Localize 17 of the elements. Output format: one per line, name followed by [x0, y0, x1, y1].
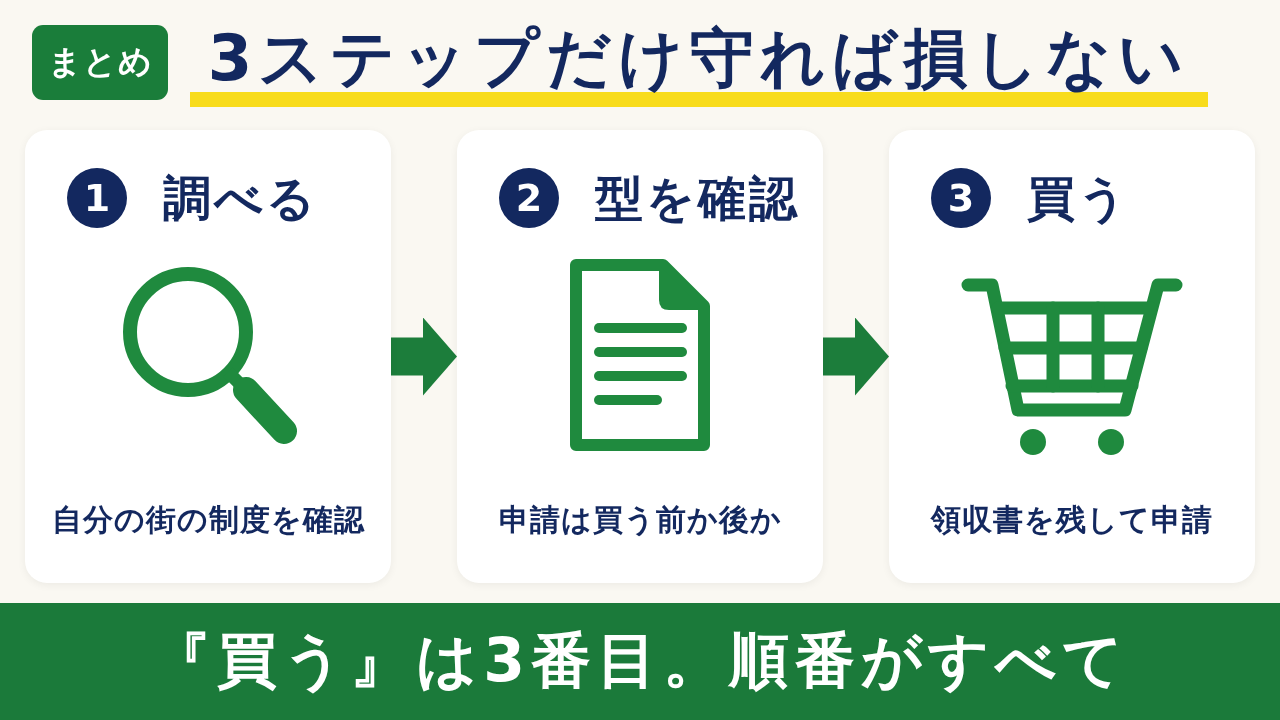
step-card	[889, 130, 1255, 583]
step-heading: 型を確認	[595, 169, 800, 228]
conclusion-banner: 『買う』は3番目。順番がすべて	[0, 603, 1280, 720]
title: 3ステップだけ守れば損しない	[206, 24, 1192, 92]
step-description: 領収書を残して申請	[931, 501, 1213, 539]
arrow	[391, 317, 457, 396]
summary-badge: まとめ	[32, 25, 168, 100]
step-number: 3	[931, 168, 991, 228]
step-card	[457, 130, 823, 583]
step-description: 申請は買う前か後か	[498, 501, 782, 539]
step-card	[25, 130, 391, 583]
arrow	[823, 317, 889, 396]
step-heading: 調べる	[163, 169, 318, 228]
step-heading: 買う	[1027, 169, 1130, 228]
step-number: 2	[499, 168, 559, 228]
step-number: 1	[67, 168, 127, 228]
step-description: 自分の街の制度を確認	[51, 501, 365, 539]
